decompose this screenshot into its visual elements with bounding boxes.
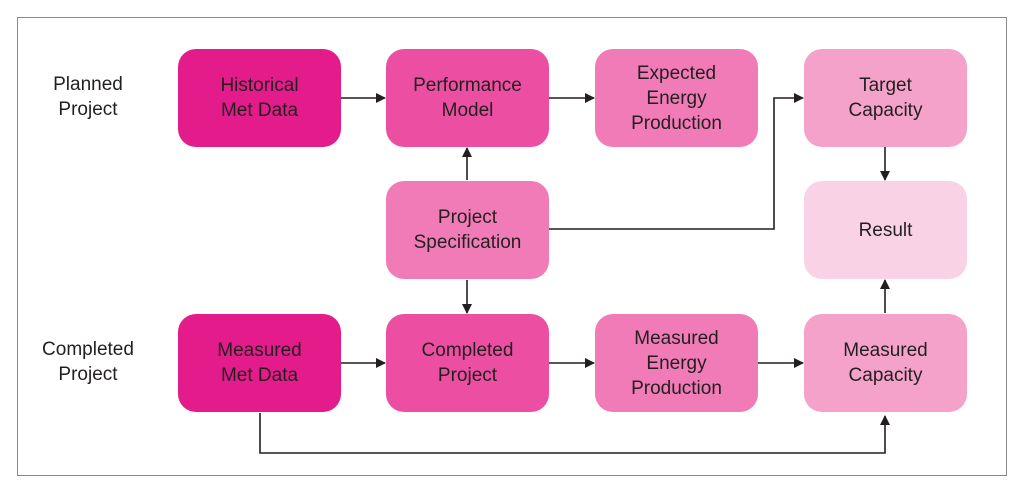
node-measured-met-data: Measured Met Data — [178, 314, 341, 412]
node-project-specification: Project Specification — [386, 181, 549, 279]
arrow-measured-met-to-capacity — [259, 413, 890, 454]
row-label-planned-project: Planned Project — [53, 74, 123, 120]
node-result: Result — [804, 181, 967, 279]
row-label-completed-project: Completed Project — [42, 339, 134, 385]
node-measured-capacity: Measured Capacity — [804, 314, 967, 412]
node-performance-model: Performance Model — [386, 49, 549, 147]
node-target-capacity: Target Capacity — [804, 49, 967, 147]
arrow-specification-to-target — [549, 93, 804, 230]
node-expected-energy-production: Expected Energy Production — [595, 49, 758, 147]
node-historical-met-data: Historical Met Data — [178, 49, 341, 147]
diagram-frame — [17, 17, 1007, 476]
node-measured-energy-production: Measured Energy Production — [595, 314, 758, 412]
node-completed-project: Completed Project — [386, 314, 549, 412]
